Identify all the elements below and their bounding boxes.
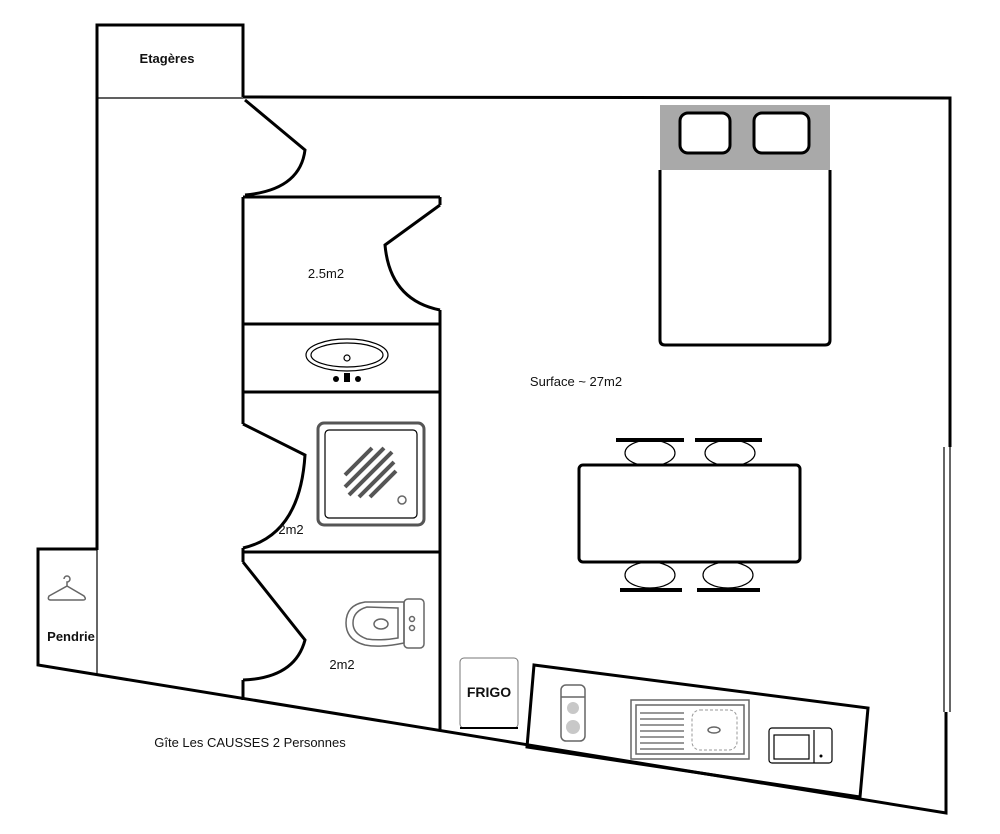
hanger-icon bbox=[47, 575, 87, 601]
door-shelves bbox=[244, 98, 307, 197]
shower-tray-icon bbox=[316, 421, 426, 527]
storage-area-label: 2.5m2 bbox=[308, 266, 344, 281]
microwave-icon bbox=[768, 727, 833, 764]
surface-label: Surface ~ 27m2 bbox=[530, 374, 622, 389]
toilet-icon bbox=[345, 598, 425, 649]
wc-area-label: 2m2 bbox=[329, 657, 354, 672]
doors bbox=[241, 98, 441, 682]
shower-area-label: 2m2 bbox=[278, 522, 303, 537]
double-bed-icon bbox=[658, 105, 832, 347]
washbasin-icon bbox=[305, 338, 389, 382]
fridge-icon: FRIGO bbox=[459, 657, 519, 729]
wardrobe-label: Pendrie bbox=[47, 629, 95, 644]
fridge-label: FRIGO bbox=[467, 684, 511, 700]
plan-title: Gîte Les CAUSSES 2 Personnes bbox=[154, 735, 346, 750]
interior-walls bbox=[241, 195, 442, 730]
door-storage bbox=[383, 203, 441, 312]
dining-table-icon bbox=[577, 438, 802, 592]
door-wc bbox=[241, 561, 307, 682]
door-shower bbox=[242, 422, 307, 550]
kitchen-counter bbox=[525, 663, 870, 799]
shelves-label: Etagères bbox=[140, 51, 195, 66]
sink-icon bbox=[630, 699, 750, 760]
outer-walls bbox=[36, 23, 952, 815]
hob-icon bbox=[560, 684, 586, 742]
